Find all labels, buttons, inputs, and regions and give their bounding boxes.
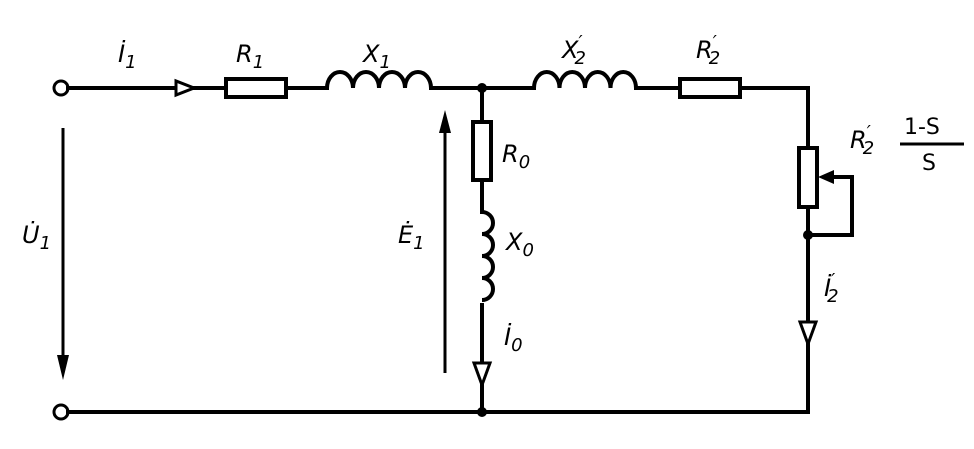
voltage-arrow-e1-head: [439, 110, 451, 133]
label-x1: X1: [361, 40, 391, 73]
label-load-denominator: S: [922, 151, 936, 176]
inductor-x2-prime: [532, 70, 638, 89]
label-u1: U̇1: [22, 221, 51, 254]
current-arrow-i1: [174, 78, 199, 98]
voltage-arrow-u1-head: [57, 355, 69, 380]
current-arrow-i2-prime: [797, 320, 819, 349]
node-top-junction: [477, 83, 487, 93]
label-e1: Ė1: [398, 220, 425, 254]
label-i1: İ1: [118, 39, 137, 73]
node-bottom-junction: [477, 407, 487, 417]
resistor-r0: [471, 120, 493, 182]
label-r2-prime: R′2: [696, 32, 720, 69]
inductor-x0: [481, 210, 495, 302]
label-load-numerator: 1-S: [904, 115, 940, 140]
label-i0: İ0: [504, 322, 523, 356]
label-i2-prime: İ′2: [824, 270, 839, 307]
input-terminal-bottom: [52, 403, 70, 421]
rheostat-slider-wire: [806, 175, 854, 237]
label-load-resistance: R′2: [850, 122, 874, 159]
label-x0: X0: [504, 228, 534, 261]
resistor-r2-prime: [678, 77, 742, 99]
label-r0: R0: [502, 140, 530, 173]
rheostat-load: [797, 146, 819, 209]
rheostat-slider-arrow: [818, 170, 834, 184]
inductor-x1: [325, 70, 433, 89]
label-r1: R1: [236, 40, 264, 73]
current-arrow-i0: [471, 361, 493, 390]
node-rheostat: [803, 230, 813, 240]
label-x2-prime: X′2: [560, 32, 586, 69]
input-terminal-top: [52, 79, 70, 97]
resistor-r1: [224, 77, 288, 99]
